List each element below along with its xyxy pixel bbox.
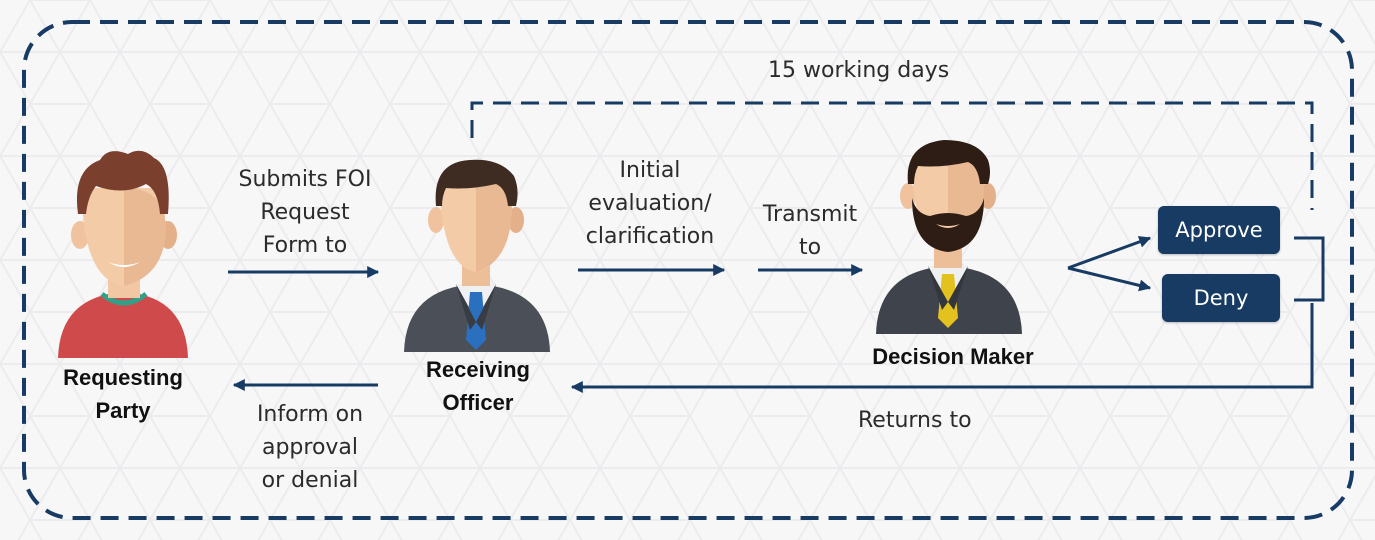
submit-step-label: Submits FOI Request Form to	[220, 163, 390, 262]
evaluate-step-line: evaluation/	[570, 187, 730, 220]
submit-step-line: Submits FOI	[220, 163, 390, 196]
receiving-officer-name-line: Officer	[398, 386, 558, 419]
submit-step-line: Form to	[220, 229, 390, 262]
inform-step-line: or denial	[230, 464, 390, 497]
transmit-step-line: to	[748, 231, 872, 264]
submit-step-line: Request	[220, 196, 390, 229]
inform-step-label: Inform on approval or denial	[230, 398, 390, 497]
approve-box: Approve	[1158, 206, 1280, 254]
deny-box: Deny	[1162, 274, 1280, 322]
requesting-party-name: Requesting Party	[40, 361, 206, 427]
evaluate-step-label: Initial evaluation/ clarification	[570, 154, 730, 253]
transmit-step-label: Transmit to	[748, 198, 872, 264]
inform-step-line: approval	[230, 431, 390, 464]
receiving-officer-name-line: Receiving	[398, 353, 558, 386]
timeline-label: 15 working days	[768, 54, 949, 87]
requesting-party-name-line: Party	[40, 394, 206, 427]
transmit-step-line: Transmit	[748, 198, 872, 231]
evaluate-step-line: Initial	[570, 154, 730, 187]
receiving-officer-name: Receiving Officer	[398, 353, 558, 419]
decision-maker-name-line: Decision Maker	[848, 340, 1058, 373]
returns-step-label: Returns to	[858, 404, 972, 437]
requesting-party-name-line: Requesting	[40, 361, 206, 394]
decision-maker-name: Decision Maker	[848, 340, 1058, 373]
evaluate-step-line: clarification	[570, 220, 730, 253]
inform-step-line: Inform on	[230, 398, 390, 431]
